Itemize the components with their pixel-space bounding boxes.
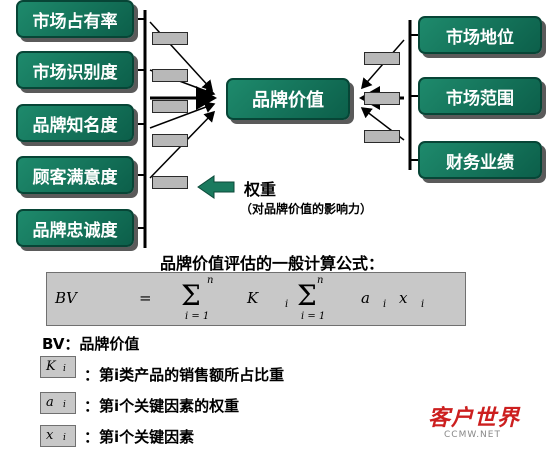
- weight-note: （对品牌价值的影响力）: [240, 202, 373, 216]
- sum1-sigma: Σ: [181, 279, 201, 312]
- weight-box-left-4: [152, 134, 188, 147]
- arrow-left-4: [149, 101, 216, 129]
- weight-box-left-1: [152, 32, 188, 45]
- logo-url: CCMW.NET: [444, 430, 501, 440]
- formula-equals: =: [139, 289, 152, 307]
- weight-legend-arrow: [197, 175, 235, 199]
- definition-a: ：第i个关键因素的权重: [84, 397, 240, 415]
- factor-brand-awareness: 品牌知名度: [16, 104, 134, 142]
- definition-x: ：第i个关键因素: [84, 428, 195, 446]
- formula-bv: BV: [55, 289, 77, 307]
- definition-k: ：第i类产品的销售额所占比重: [84, 366, 285, 384]
- logo-text: 客户世界: [428, 406, 521, 431]
- factor-market-recognition: 市场识别度: [16, 51, 134, 89]
- factor-brand-loyalty: 品牌忠诚度: [16, 209, 134, 247]
- weight-box-right-2: [364, 92, 400, 105]
- sum1-top: n: [207, 275, 214, 286]
- factor-financial-performance: 财务业绩: [418, 141, 542, 179]
- factor-market-share: 市场占有率: [16, 0, 134, 38]
- formula-a-sub: i: [383, 299, 387, 310]
- weight-box-left-3: [152, 100, 188, 113]
- sum1-bottom: i = 1: [185, 311, 210, 322]
- weight-label: 权重: [244, 180, 277, 199]
- formula-box: BV = n Σ i = 1 K i n Σ i = 1 a i x i: [46, 272, 466, 326]
- sum2-top: n: [317, 275, 324, 286]
- factor-market-position: 市场地位: [418, 16, 542, 54]
- weight-box-right-3: [364, 130, 400, 143]
- formula-k: K: [247, 289, 259, 307]
- formula-x-sub: i: [421, 299, 425, 310]
- sum2-sigma: Σ: [297, 279, 317, 312]
- definition-bv: BV：品牌价值: [42, 335, 140, 353]
- formula-title: 品牌价值评估的一般计算公式：: [160, 254, 385, 273]
- factor-customer-satisfaction: 顾客满意度: [16, 156, 134, 194]
- formula-x: x: [399, 289, 408, 307]
- weight-box-left-2: [152, 69, 188, 82]
- formula-a: a: [361, 289, 370, 307]
- center-brand-value: 品牌价值: [226, 78, 350, 120]
- formula-k-sub: i: [285, 299, 289, 310]
- weight-box-right-1: [364, 52, 400, 65]
- sum2-bottom: i = 1: [301, 311, 326, 322]
- factor-market-scope: 市场范围: [418, 77, 542, 115]
- weight-box-left-5: [152, 176, 188, 189]
